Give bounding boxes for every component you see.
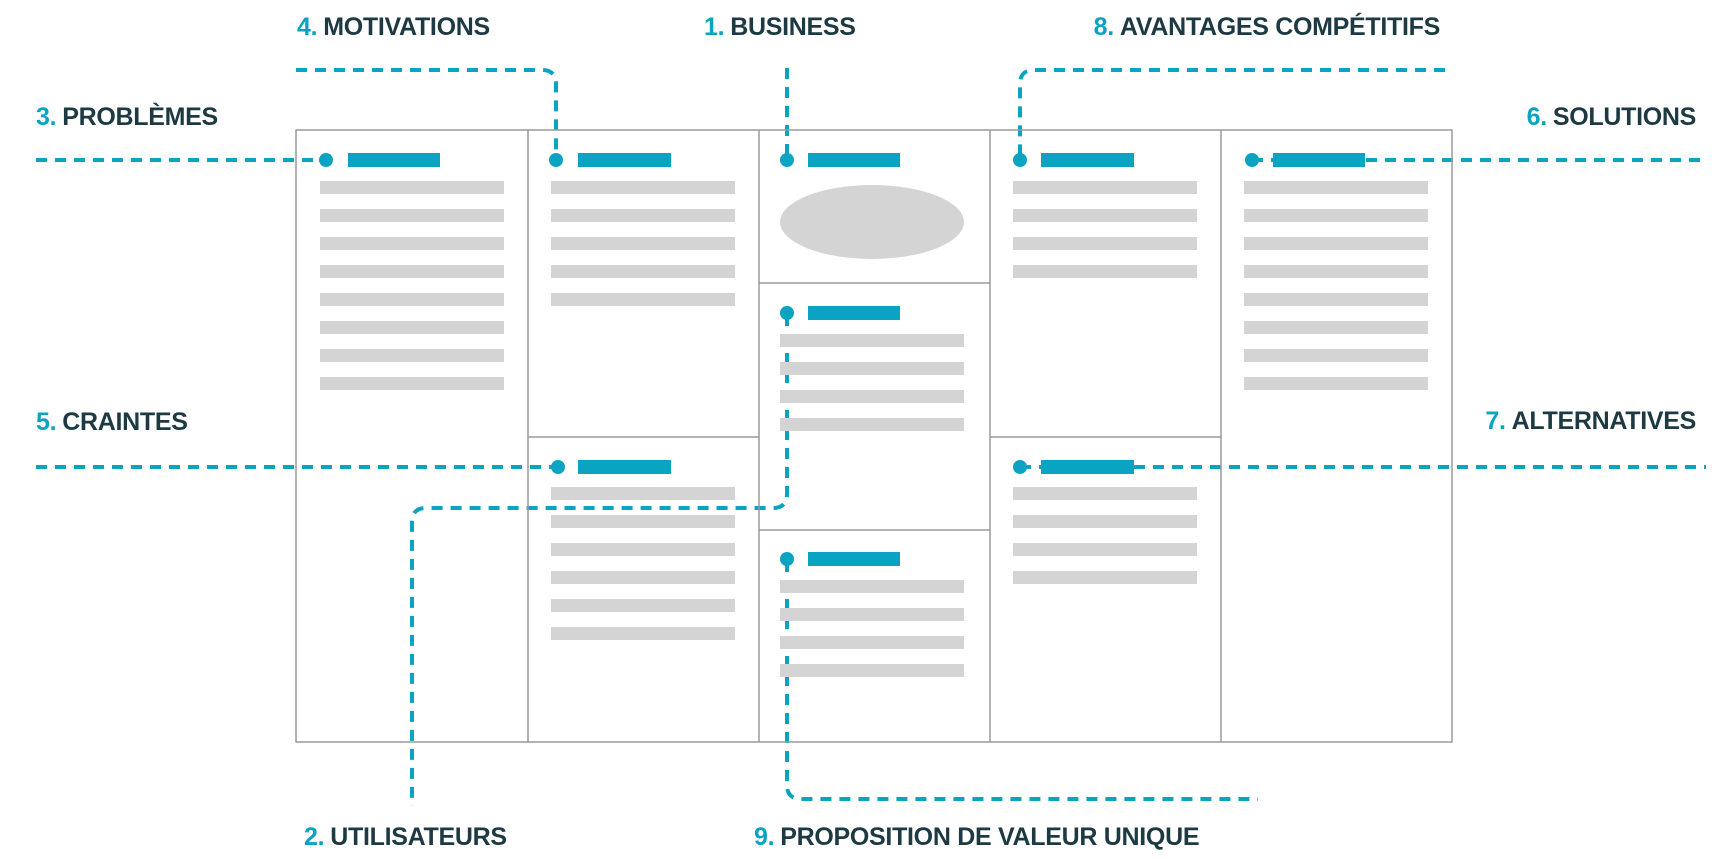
- section-header-bar-metriques: [808, 306, 900, 320]
- placeholder-line-problemes: [320, 181, 504, 194]
- placeholder-line-alternatives: [1013, 571, 1197, 584]
- marker-dot-avantages: [1013, 153, 1027, 167]
- image-placeholder-ellipse: [780, 185, 964, 259]
- section-header-bar-avantages: [1041, 153, 1134, 167]
- placeholder-line-problemes: [320, 377, 504, 390]
- label-business: 1.BUSINESS: [704, 12, 856, 42]
- label-avantages-number: 8.: [1093, 13, 1115, 41]
- placeholder-line-avantages: [1013, 265, 1197, 278]
- placeholder-line-craintes: [551, 515, 735, 528]
- label-motivations-text: MOTIVATIONS: [323, 13, 490, 41]
- placeholder-line-craintes: [551, 571, 735, 584]
- placeholder-line-solutions: [1244, 293, 1428, 306]
- placeholder-line-proposition: [780, 636, 964, 649]
- section-header-bar-business: [808, 153, 900, 167]
- label-alternatives: 7.ALTERNATIVES: [1400, 406, 1696, 436]
- label-solutions: 6.SOLUTIONS: [1400, 102, 1697, 132]
- label-craintes: 5.CRAINTES: [36, 407, 188, 437]
- section-header-bar-proposition: [808, 552, 900, 566]
- label-proposition: 9.PROPOSITION DE VALEUR UNIQUE: [754, 822, 1200, 852]
- canvas-frame: [295, 129, 1453, 743]
- marker-dot-motivations: [549, 153, 563, 167]
- label-proposition-number: 9.: [754, 823, 775, 851]
- placeholder-line-avantages: [1013, 237, 1197, 250]
- placeholder-line-craintes: [551, 627, 735, 640]
- marker-dot-solutions: [1245, 153, 1259, 167]
- label-utilisateurs-text: UTILISATEURS: [330, 823, 507, 851]
- section-header-bar-motivations: [578, 153, 671, 167]
- placeholder-line-metriques: [780, 390, 964, 403]
- placeholder-line-solutions: [1244, 181, 1428, 194]
- label-solutions-number: 6.: [1526, 103, 1548, 131]
- label-solutions-text: SOLUTIONS: [1552, 103, 1696, 131]
- placeholder-line-problemes: [320, 237, 504, 250]
- label-alternatives-number: 7.: [1485, 407, 1506, 435]
- section-header-bar-problemes: [348, 153, 440, 167]
- marker-dot-metriques: [780, 306, 794, 320]
- placeholder-line-motivations: [551, 209, 735, 222]
- placeholder-line-solutions: [1244, 237, 1428, 250]
- label-motivations: 4.MOTIVATIONS: [297, 12, 490, 42]
- section-header-bar-solutions: [1273, 153, 1365, 167]
- marker-dot-craintes: [551, 460, 565, 474]
- placeholder-line-motivations: [551, 265, 735, 278]
- placeholder-line-solutions: [1244, 349, 1428, 362]
- label-problemes: 3.PROBLÈMES: [36, 102, 218, 132]
- marker-dot-alternatives: [1013, 460, 1027, 474]
- placeholder-line-alternatives: [1013, 543, 1197, 556]
- placeholder-line-metriques: [780, 418, 964, 431]
- label-alternatives-text: ALTERNATIVES: [1511, 407, 1697, 435]
- connector-avantages: [1018, 68, 1445, 160]
- marker-dot-business: [780, 153, 794, 167]
- label-proposition-text: PROPOSITION DE VALEUR UNIQUE: [780, 823, 1200, 851]
- label-motivations-number: 4.: [297, 13, 318, 41]
- label-business-text: BUSINESS: [730, 13, 856, 41]
- placeholder-line-motivations: [551, 293, 735, 306]
- placeholder-line-alternatives: [1013, 515, 1197, 528]
- placeholder-line-solutions: [1244, 209, 1428, 222]
- placeholder-line-problemes: [320, 349, 504, 362]
- placeholder-line-avantages: [1013, 209, 1197, 222]
- placeholder-line-metriques: [780, 362, 964, 375]
- label-utilisateurs-number: 2.: [304, 823, 325, 851]
- placeholder-line-problemes: [320, 209, 504, 222]
- placeholder-line-solutions: [1244, 265, 1428, 278]
- marker-dot-proposition: [780, 552, 794, 566]
- placeholder-line-proposition: [780, 664, 964, 677]
- label-avantages-text: AVANTAGES COMPÉTITIFS: [1119, 13, 1440, 41]
- placeholder-line-avantages: [1013, 181, 1197, 194]
- placeholder-line-solutions: [1244, 377, 1428, 390]
- label-craintes-text: CRAINTES: [62, 408, 188, 436]
- label-problemes-number: 3.: [36, 103, 57, 131]
- placeholder-line-motivations: [551, 237, 735, 250]
- label-business-number: 1.: [704, 13, 725, 41]
- section-header-bar-craintes: [578, 460, 671, 474]
- placeholder-line-problemes: [320, 321, 504, 334]
- placeholder-line-craintes: [551, 599, 735, 612]
- connector-proposition: [785, 561, 1258, 801]
- label-problemes-text: PROBLÈMES: [62, 103, 218, 131]
- section-header-bar-alternatives: [1041, 460, 1134, 474]
- placeholder-line-craintes: [551, 543, 735, 556]
- label-craintes-number: 5.: [36, 408, 57, 436]
- placeholder-line-craintes: [551, 487, 735, 500]
- label-avantages: 8.AVANTAGES COMPÉTITIFS: [1040, 12, 1441, 42]
- placeholder-line-problemes: [320, 265, 504, 278]
- marker-dot-problemes: [319, 153, 333, 167]
- placeholder-line-alternatives: [1013, 487, 1197, 500]
- placeholder-line-proposition: [780, 608, 964, 621]
- placeholder-line-metriques: [780, 334, 964, 347]
- connector-motivations: [296, 68, 558, 160]
- placeholder-line-motivations: [551, 181, 735, 194]
- placeholder-line-proposition: [780, 580, 964, 593]
- placeholder-line-problemes: [320, 293, 504, 306]
- label-utilisateurs: 2.UTILISATEURS: [304, 822, 507, 852]
- placeholder-line-solutions: [1244, 321, 1428, 334]
